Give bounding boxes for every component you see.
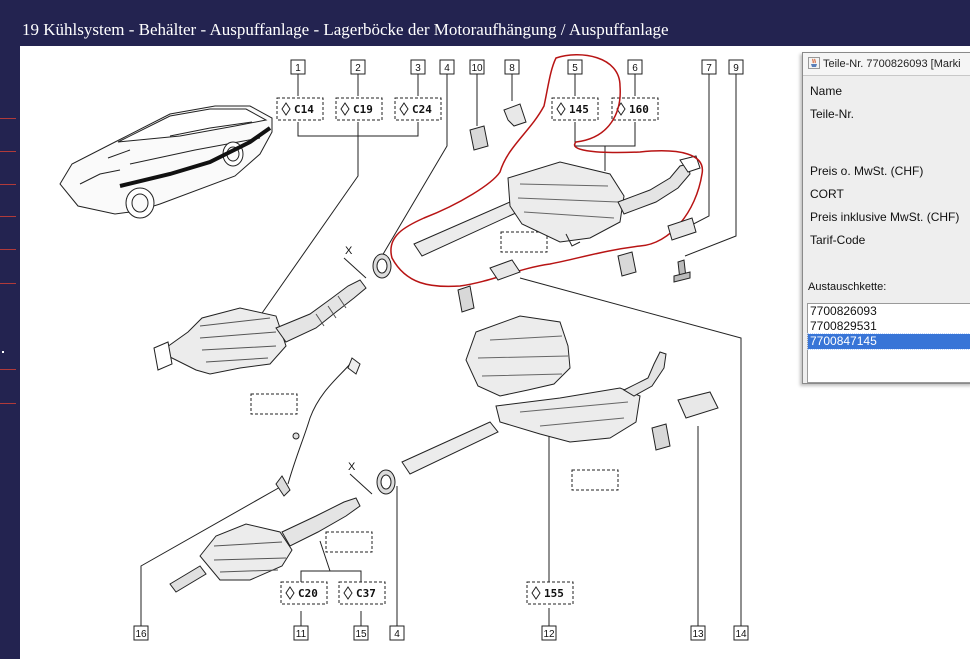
label-cort: CORT xyxy=(810,187,844,201)
exchange-list-item-selected[interactable]: 7700847145 xyxy=(807,333,970,350)
exchange-chain-list[interactable]: 7700826093 7700829531 7700847145 xyxy=(807,303,970,383)
code-boxes xyxy=(250,97,659,605)
exchange-list-item[interactable]: 7700829531 xyxy=(810,319,877,333)
code-C37: C37 xyxy=(356,587,376,600)
callout-12: 12 xyxy=(543,629,555,640)
code-C19: C19 xyxy=(353,103,373,116)
part-codes: C14 C19 C24 145 160 C20 C37 155 xyxy=(294,103,649,600)
nav-tick[interactable] xyxy=(0,216,16,217)
dialog-title-bar[interactable]: Teile-Nr. 7700826093 [Marki xyxy=(803,53,970,76)
x-marker-lower: X xyxy=(348,461,356,473)
callout-1: 1 xyxy=(295,63,301,74)
label-name: Name xyxy=(810,84,843,98)
code-C20: C20 xyxy=(298,587,318,600)
code-155: 155 xyxy=(544,587,564,600)
nav-tick[interactable] xyxy=(0,249,16,250)
callout-6: 6 xyxy=(632,63,638,74)
lower-flange-clamp xyxy=(376,469,396,495)
callout-3: 3 xyxy=(415,63,421,74)
callout-13: 13 xyxy=(692,629,704,640)
nav-dot xyxy=(2,351,4,353)
code-160: 160 xyxy=(629,103,649,116)
callout-4-top: 4 xyxy=(444,63,450,74)
callout-14: 14 xyxy=(735,629,747,640)
callout-5: 5 xyxy=(572,63,578,74)
x-markers: X X xyxy=(345,245,356,473)
callout-15: 15 xyxy=(355,629,367,640)
x-marker-upper: X xyxy=(345,245,353,257)
red-annotation-outline xyxy=(390,54,704,288)
leader-lines xyxy=(140,74,742,626)
oxygen-sensor xyxy=(275,357,361,497)
label-tarif-code: Tarif-Code xyxy=(810,233,866,247)
nav-tick[interactable] xyxy=(0,118,16,119)
lower-hangers xyxy=(651,391,719,451)
nav-tick[interactable] xyxy=(0,283,16,284)
callout-4-bottom: 4 xyxy=(394,629,400,640)
callout-11: 11 xyxy=(296,629,307,640)
label-part-number: Teile-Nr. xyxy=(810,107,855,121)
dialog-title: Teile-Nr. 7700826093 [Marki xyxy=(823,58,961,70)
label-price-gross: Preis inklusive MwSt. (CHF) xyxy=(810,210,960,224)
nav-tick[interactable] xyxy=(0,184,16,185)
java-cup-icon xyxy=(808,57,820,69)
lower-catalytic-converter xyxy=(169,497,361,593)
upper-hangers xyxy=(457,103,697,313)
callout-labels: 1 2 3 4 10 8 5 6 7 9 16 11 15 4 12 13 14 xyxy=(135,63,747,640)
code-diamonds xyxy=(281,102,626,600)
callout-7: 7 xyxy=(706,63,712,74)
upper-catalytic-converter xyxy=(153,279,367,375)
label-price-net: Preis o. MwSt. (CHF) xyxy=(810,164,924,178)
callout-10: 10 xyxy=(471,63,483,74)
code-145: 145 xyxy=(569,103,589,116)
nav-tick[interactable] xyxy=(0,369,16,370)
car-exhaust-highlight xyxy=(119,126,272,188)
window-title: 19 Kühlsystem - Behälter - Auspuffanlage… xyxy=(22,20,669,39)
code-C24: C24 xyxy=(412,103,432,116)
left-nav-strip xyxy=(0,46,20,659)
part-details-dialog: Teile-Nr. 7700826093 [Marki Name Teile-N… xyxy=(802,52,970,384)
lower-rear-silencer xyxy=(401,315,667,475)
x-marker-lines xyxy=(343,257,373,495)
upper-flange-clamp xyxy=(372,253,392,279)
upper-rear-silencer xyxy=(413,155,701,257)
bolt-screw xyxy=(673,259,691,283)
exchange-list-item[interactable]: 7700826093 xyxy=(810,304,877,318)
code-C14: C14 xyxy=(294,103,314,116)
callout-8: 8 xyxy=(509,63,515,74)
car-illustration xyxy=(59,105,273,219)
label-exchange-chain: Austauschkette: xyxy=(808,281,887,293)
callout-2: 2 xyxy=(355,63,361,74)
nav-tick[interactable] xyxy=(0,403,16,404)
window-title-bar: 19 Kühlsystem - Behälter - Auspuffanlage… xyxy=(0,0,970,46)
nav-tick[interactable] xyxy=(0,151,16,152)
callout-9: 9 xyxy=(733,63,739,74)
callout-16: 16 xyxy=(135,629,147,640)
